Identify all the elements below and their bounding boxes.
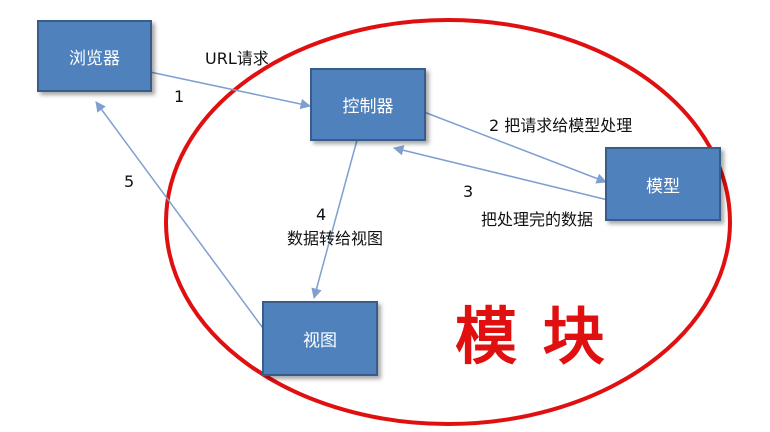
edge-label-step1: 1 — [174, 87, 185, 106]
controller-label: 控制器 — [342, 97, 394, 117]
arrow-controller-to-model — [423, 111, 607, 184]
edge-label-step4-text: 数据转给视图 — [287, 229, 384, 248]
controller-node: 控制器 — [310, 68, 426, 141]
edge-label-step3-text: 把处理完的数据 — [481, 210, 594, 229]
view-node: 视图 — [262, 301, 378, 376]
edge-label-step4: 4 — [316, 205, 327, 224]
browser-node: 浏览器 — [37, 20, 152, 92]
arrow-view-to-browser — [95, 101, 269, 336]
edge-label-step3: 3 — [463, 182, 474, 201]
arrow-model-to-controller — [392, 145, 609, 201]
model-node: 模型 — [605, 147, 721, 221]
arrow-browser-to-controller — [149, 71, 312, 110]
edge-label-step2: 2 把请求给模型处理 — [489, 116, 633, 135]
browser-label: 浏览器 — [69, 48, 120, 69]
model-label: 模型 — [646, 176, 680, 197]
edge-label-step5: 5 — [124, 172, 135, 191]
edge-label-url-request: URL请求 — [205, 49, 269, 68]
view-label: 视图 — [303, 331, 337, 351]
module-label: 模 块 — [455, 300, 607, 373]
module-ellipse — [164, 18, 732, 426]
arrow-controller-to-view — [311, 139, 358, 300]
